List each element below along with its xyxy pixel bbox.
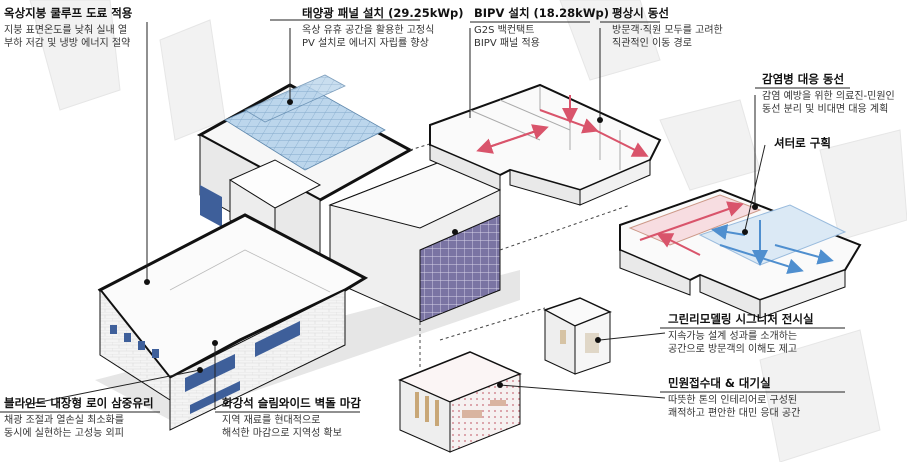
annotation-title: 화강석 슬림와이드 벽돌 마감	[222, 396, 361, 410]
annotation-text: 지역 재료를 현대적으로	[222, 415, 321, 426]
annotation-title: 민원접수대 & 대기실	[668, 376, 771, 390]
annotation-solar-panel: 태양광 패널 설치 (29.25kWp) 옥상 유휴 공간을 활용한 고정식 P…	[302, 6, 464, 50]
annotation-text: 공간으로 방문객의 이해도 제고	[668, 344, 798, 355]
annotation-text: 방문객·직원 모두를 고려한	[612, 25, 723, 36]
exhibition-room	[543, 297, 612, 375]
annotation-title: BIPV 설치 (18.28kWp)	[474, 6, 609, 20]
reception-room	[398, 351, 522, 453]
annotation-title: 셔터로 구획	[774, 136, 831, 150]
annotation-cool-roof: 옥상지붕 쿨루프 도료 적용 지붕 표면온도를 낮춰 실내 열 부하 저감 및 …	[4, 6, 132, 50]
annotation-title: 평상시 동선	[612, 6, 669, 20]
annotation-text: PV 설치로 에너지 자립률 향상	[302, 38, 429, 49]
annotation-infection-circulation: 감염병 대응 동선 감염 예방을 위한 의료진-민원인 동선 분리 및 비대면 …	[762, 72, 895, 116]
annotation-text: 쾌적하고 편안한 대민 응대 공간	[668, 408, 801, 419]
annotation-slim-wide-tile: 화강석 슬림와이드 벽돌 마감 지역 재료를 현대적으로 해석한 마감으로 지역…	[222, 396, 361, 440]
normal-floor-plan	[429, 83, 662, 206]
annotation-bipv: BIPV 설치 (18.28kWp) G2S 백컨택트 BIPV 패널 적용	[474, 6, 609, 50]
annotation-text: 따뜻한 톤의 인테리어로 구성된	[668, 395, 798, 406]
annotation-text: 감염 예방을 위한 의료진-민원인	[762, 91, 895, 102]
annotation-normal-circulation: 평상시 동선 방문객·직원 모두를 고려한 직관적인 이동 경로	[612, 6, 723, 50]
annotation-title: 감염병 대응 동선	[762, 72, 845, 86]
annotation-text: 동시에 실현하는 고성능 외피	[4, 428, 124, 439]
annotation-shutter: 셔터로 구획	[774, 136, 831, 154]
annotation-text: 동선 분리 및 비대면 대응 계획	[762, 104, 889, 115]
annotation-text: 채광 조절과 열손실 최소화를	[4, 415, 124, 426]
context-buildings	[29, 0, 907, 462]
callout-lines	[0, 19, 850, 413]
annotation-text: 해석한 마감으로 지역성 확보	[222, 428, 342, 439]
annotation-title: 블라인드 내장형 로이 삼중유리	[4, 396, 154, 410]
annotation-text: 부하 저감 및 냉방 에너지 절약	[4, 38, 131, 49]
annotation-text: G2S 백컨택트	[474, 25, 535, 36]
annotation-text: 직관적인 이동 경로	[612, 38, 692, 49]
annotation-text: 지속가능 설계 성과를 소개하는	[668, 331, 798, 342]
annotation-title: 옥상지붕 쿨루프 도료 적용	[4, 6, 133, 20]
annotation-title: 그린리모델링 시그니처 전시실	[668, 312, 814, 326]
annotation-title: 태양광 패널 설치 (29.25kWp)	[302, 6, 464, 20]
annotation-reception: 민원접수대 & 대기실 따뜻한 톤의 인테리어로 구성된 쾌적하고 편안한 대민…	[668, 376, 800, 420]
infection-floor-plan	[619, 188, 862, 319]
annotation-text: 지붕 표면온도를 낮춰 실내 열	[4, 25, 128, 36]
annotation-blind-glass: 블라인드 내장형 로이 삼중유리 채광 조절과 열손실 최소화를 동시에 실현하…	[4, 396, 154, 440]
annotation-text: 옥상 유휴 공간을 활용한 고정식	[302, 25, 435, 36]
leader-dot	[144, 279, 150, 285]
annotation-text: BIPV 패널 적용	[474, 38, 540, 49]
leader-dots	[144, 99, 758, 388]
annotation-exhibition: 그린리모델링 시그니처 전시실 지속가능 설계 성과를 소개하는 공간으로 방문…	[668, 312, 814, 356]
